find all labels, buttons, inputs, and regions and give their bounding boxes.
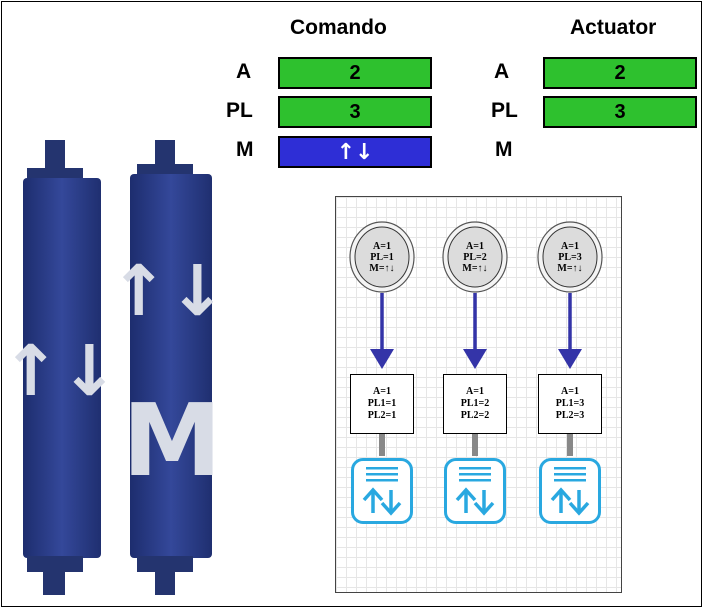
key-right-symbol: ↑↓	[109, 250, 226, 332]
comando-header: Comando	[290, 16, 387, 40]
comando-a-value: 2	[278, 57, 432, 89]
node-3-line-pl1: PL1=3	[556, 398, 584, 410]
node-2-line-pl2: PL2=2	[461, 410, 489, 422]
node-1-line-a: A=1	[373, 386, 391, 398]
state-label-1: A=1 PL=1 M=↑↓	[352, 241, 412, 274]
state-label-3: A=1 PL=3 M=↑↓	[540, 241, 600, 274]
connector-1	[379, 434, 385, 456]
elevator-updown-icon	[542, 461, 598, 521]
state-1-line-a: A=1	[352, 241, 412, 252]
node-1-line-pl1: PL1=1	[368, 398, 396, 410]
key-caps-photo: ↑↓ ↑↓ M	[15, 140, 230, 600]
actuator-a-value: 2	[543, 57, 697, 89]
state-2-line-m: M=↑↓	[445, 263, 505, 274]
actuator-header: Actuator	[570, 16, 656, 40]
node-3-line-a: A=1	[561, 386, 579, 398]
key-cap-right: ↑↓ M	[109, 140, 226, 595]
actuator-a-label: A	[494, 60, 509, 84]
actuator-pl-label: PL	[491, 99, 518, 123]
node-3-line-pl2: PL2=3	[556, 410, 584, 422]
elevator-tile-3	[539, 458, 601, 524]
elevator-tile-2	[444, 458, 506, 524]
node-2-line-pl1: PL1=2	[461, 398, 489, 410]
state-1-line-m: M=↑↓	[352, 263, 412, 274]
state-2-line-a: A=1	[445, 241, 505, 252]
action-node-3: A=1 PL1=3 PL2=3	[538, 374, 602, 434]
key-right-letter: M	[122, 382, 222, 499]
connector-3	[567, 434, 573, 456]
actuator-pl-value: 3	[543, 96, 697, 128]
elevator-updown-icon	[447, 461, 503, 521]
elevator-updown-icon	[354, 461, 410, 521]
action-node-1: A=1 PL1=1 PL2=1	[350, 374, 414, 434]
key-cap-left: ↑↓	[15, 140, 119, 595]
state-3-line-m: M=↑↓	[540, 263, 600, 274]
comando-m-label: M	[236, 138, 254, 162]
connector-2	[472, 434, 478, 456]
transition-arrow-2	[463, 293, 487, 369]
transition-arrow-1	[370, 293, 394, 369]
comando-pl-value: 3	[278, 96, 432, 128]
comando-m-value: ↑↓	[278, 136, 432, 168]
state-3-line-pl: PL=3	[540, 252, 600, 263]
state-diagram: A=1 PL=1 M=↑↓ A=1 PL=2 M=↑↓ A=1 PL=3 M=↑…	[335, 196, 622, 593]
action-node-2: A=1 PL1=2 PL2=2	[443, 374, 507, 434]
key-left-symbol: ↑↓	[15, 330, 119, 412]
state-label-2: A=1 PL=2 M=↑↓	[445, 241, 505, 274]
node-2-line-a: A=1	[466, 386, 484, 398]
elevator-tile-1	[351, 458, 413, 524]
transition-arrow-3	[558, 293, 582, 369]
state-1-line-pl: PL=1	[352, 252, 412, 263]
comando-a-label: A	[236, 60, 251, 84]
state-3-line-a: A=1	[540, 241, 600, 252]
actuator-m-label: M	[495, 138, 513, 162]
comando-pl-label: PL	[226, 99, 253, 123]
state-2-line-pl: PL=2	[445, 252, 505, 263]
node-1-line-pl2: PL2=1	[368, 410, 396, 422]
